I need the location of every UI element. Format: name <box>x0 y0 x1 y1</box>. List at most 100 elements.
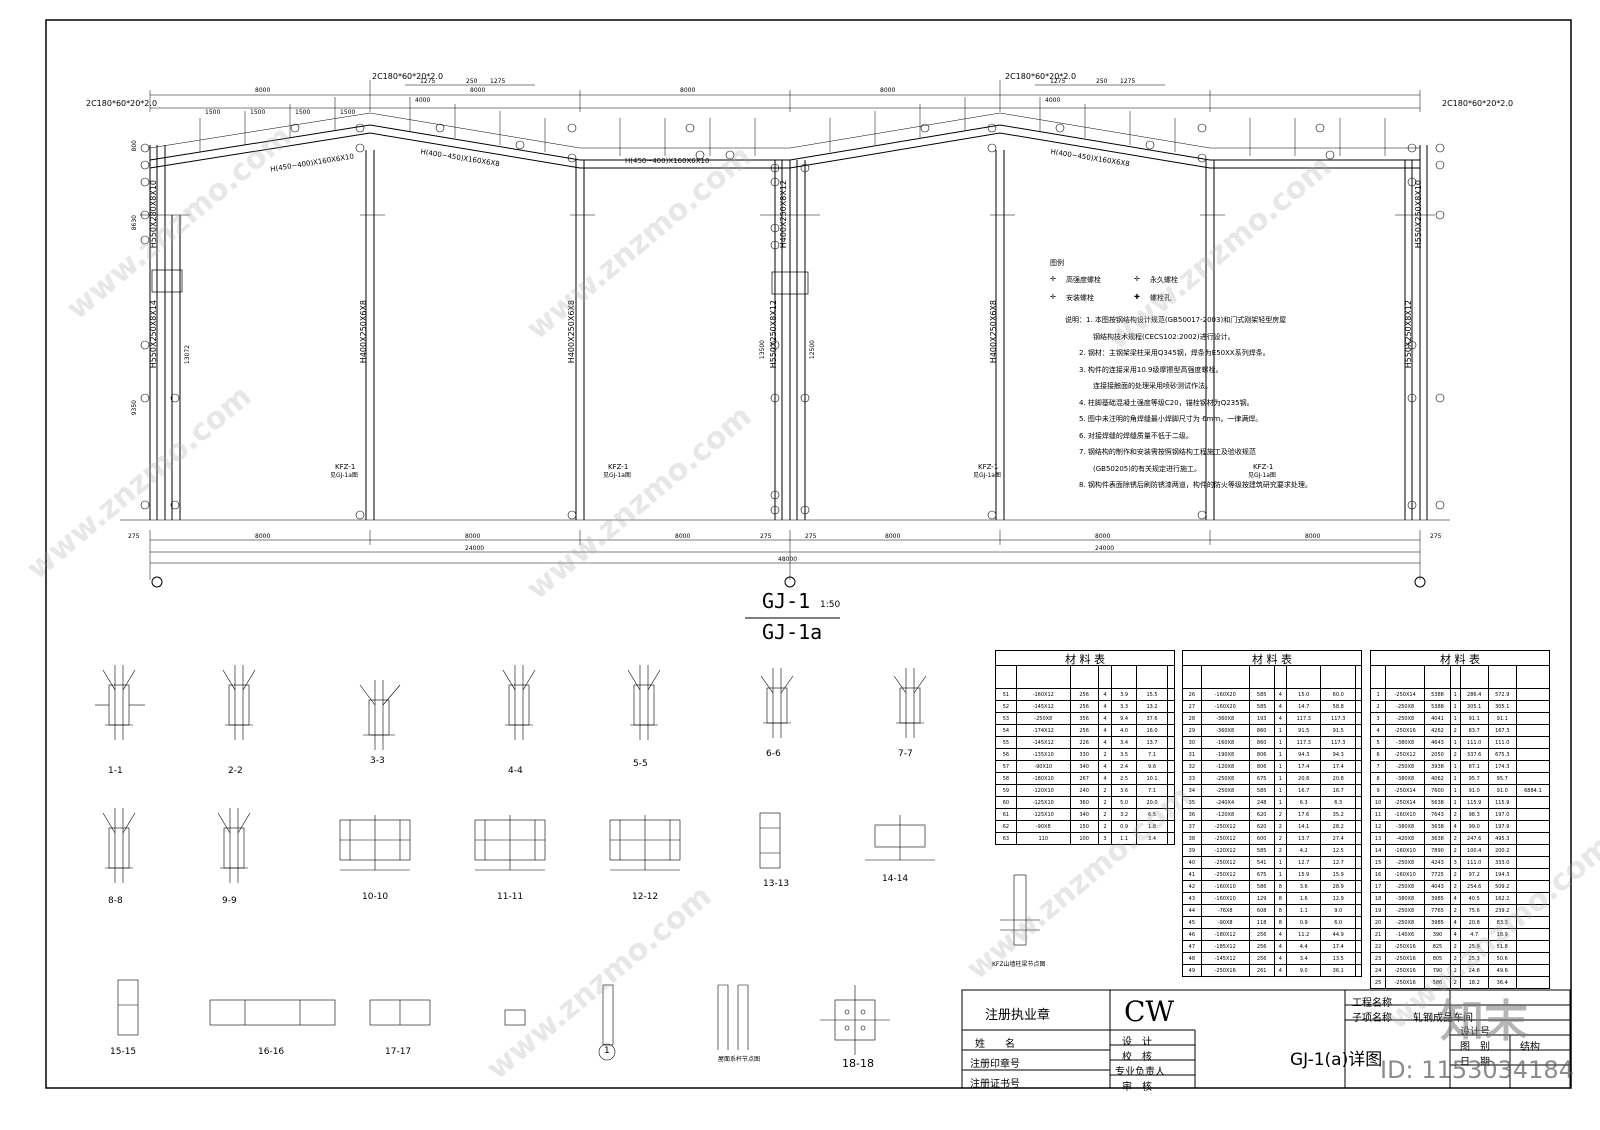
section-caption: 9-9 <box>222 896 237 906</box>
table-cell: 1 <box>1449 760 1461 773</box>
table-cell: 2 <box>1449 880 1461 893</box>
table-cell: -380X8 <box>1385 736 1426 749</box>
table-cell: 20 <box>1369 916 1387 929</box>
table-cell: 40.5 <box>1459 892 1489 905</box>
table-cell: 37 <box>1182 820 1202 833</box>
table-cell: 3.5 <box>1111 748 1137 761</box>
table-cell: -250X8 <box>1015 712 1071 725</box>
table-cell: 4 <box>1097 772 1113 785</box>
table-cell: 91.1 <box>1459 712 1489 725</box>
table-cell: 2050 <box>1424 748 1451 761</box>
note-line: 4. 柱脚基础混凝土强度等级C20，锚栓钢材为Q235钢。 <box>1079 398 1254 407</box>
table-cell: 2 <box>1449 808 1461 821</box>
watermark-logo: 知末 <box>1440 996 1528 1047</box>
table-cell: 167.3 <box>1487 724 1517 737</box>
table-cell: -250X16 <box>1385 952 1426 965</box>
seal-number-label: 注册印章号 <box>970 1059 1020 1070</box>
table-cell <box>1515 832 1551 845</box>
section-caption: 10-10 <box>362 892 389 902</box>
column-label: H400X250X8X12 <box>779 180 788 249</box>
table-cell: 59 <box>995 784 1017 797</box>
column-label: H550X250X8X14 <box>149 300 158 369</box>
table-cell: 305.1 <box>1459 700 1489 713</box>
date-label: 日 期 <box>1460 1057 1490 1068</box>
table-cell: 1 <box>1273 748 1288 761</box>
review-label: 审 核 <box>1122 1082 1152 1093</box>
table-cell: 117.3 <box>1285 736 1322 749</box>
table-cell: -180X10 <box>1015 772 1071 785</box>
height-label: 800 <box>131 140 138 152</box>
table-cell <box>1515 772 1551 785</box>
table-cell: 1.6 <box>1285 892 1322 905</box>
column-label: H400X250X6X8 <box>359 300 368 364</box>
table-cell <box>1515 964 1551 977</box>
table-cell: 54 <box>995 724 1017 737</box>
table-cell: 36.4 <box>1487 976 1517 989</box>
table-cell: 91.5 <box>1320 724 1356 737</box>
table-cell: -250X12 <box>1200 832 1250 845</box>
table-cell: 58.8 <box>1320 700 1356 713</box>
table-header-cell <box>1449 665 1461 689</box>
dimension-label: 1500 <box>295 109 311 116</box>
table-cell: 1 <box>1273 856 1288 869</box>
table-cell: 4 <box>1369 724 1387 737</box>
table-cell <box>1515 748 1551 761</box>
dimension-label: 8000 <box>465 533 481 540</box>
section-size-label: 2C180*60*20*2.0 <box>372 72 444 81</box>
section-caption: 14-14 <box>882 874 909 884</box>
table-cell: 4 <box>1097 736 1113 749</box>
table-cell <box>1354 916 1363 929</box>
table-cell: 4 <box>1449 892 1461 905</box>
table-cell <box>1167 700 1175 713</box>
table-cell: 46 <box>1182 928 1202 941</box>
section-caption: 8-8 <box>108 896 123 906</box>
table-title: 材 料 表 <box>995 650 1175 666</box>
table-header-row <box>1182 665 1363 689</box>
table-cell: 3.4 <box>1135 832 1169 845</box>
table-cell: 12.9 <box>1320 892 1356 905</box>
table-cell <box>1515 760 1551 773</box>
table-cell <box>1354 772 1363 785</box>
dimension-label: 48000 <box>778 556 798 563</box>
table-cell: 256 <box>1248 952 1275 965</box>
dimension-label: 1275 <box>490 78 506 85</box>
symbol-legend: 图例 ✛ 高强度螺栓 ✛ 永久螺栓 ✛ 安装螺栓 ✚ 螺栓孔 <box>1050 258 1180 312</box>
table-cell: 6884.1 <box>1515 784 1551 797</box>
table-cell: 4 <box>1273 712 1288 725</box>
table-cell: -125X10 <box>1015 808 1071 821</box>
table-header-cell <box>1182 665 1202 689</box>
section-size-label: 2C180*60*20*2.0 <box>1442 99 1514 108</box>
table-cell: 286.4 <box>1459 688 1489 701</box>
table-cell: 4 <box>1273 700 1288 713</box>
table-cell: -160X8 <box>1200 736 1250 749</box>
table-cell: 4243 <box>1424 856 1451 869</box>
table-cell: -360X8 <box>1200 724 1250 737</box>
dimension-label: 8000 <box>1095 533 1111 540</box>
table-cell <box>1167 712 1175 725</box>
table-cell: 16 <box>1369 868 1387 881</box>
table-cell: 53 <box>995 712 1017 725</box>
table-cell: 14 <box>1369 844 1387 857</box>
table-cell: 58 <box>995 772 1017 785</box>
table-cell: 18 <box>1369 892 1387 905</box>
table-cell: -160X12 <box>1015 688 1071 701</box>
table-cell: 75.6 <box>1459 904 1489 917</box>
table-cell: 16.0 <box>1135 724 1169 737</box>
table-cell <box>1354 712 1363 725</box>
table-cell: 1 <box>1273 724 1288 737</box>
table-cell: 24 <box>1369 964 1387 977</box>
table-cell: 860 <box>1248 724 1275 737</box>
table-cell: -160X10 <box>1385 868 1426 881</box>
table-cell: 6.3 <box>1320 796 1356 809</box>
table-cell: 39 <box>1182 844 1202 857</box>
table-cell: 3.6 <box>1285 880 1322 893</box>
table-cell: 44.9 <box>1320 928 1356 941</box>
